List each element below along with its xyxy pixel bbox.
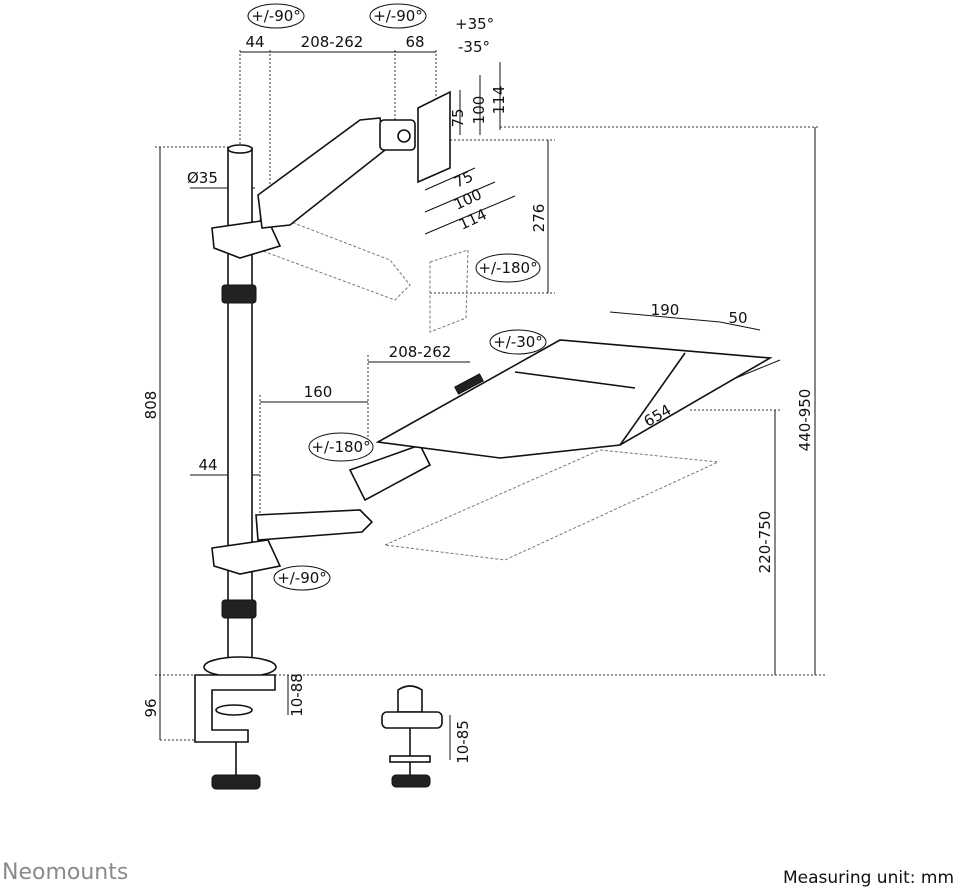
- dim-offset-bottom: 44: [198, 456, 217, 474]
- rotation-label-tray: +/-180°: [311, 438, 370, 456]
- dim-clamp-height: 96: [142, 698, 160, 717]
- measuring-unit: Measuring unit: mm: [782, 868, 954, 888]
- monitor-arm: [211, 90, 469, 333]
- dim-vesa-v-114: 114: [490, 86, 508, 115]
- dim-grommet-range: 10-85: [454, 720, 472, 764]
- dim-head-length: 68: [405, 33, 424, 51]
- dim-tray-extra: 50: [728, 309, 747, 327]
- tilt-down-label: -35°: [458, 38, 490, 56]
- grommet-clamp: [381, 685, 443, 788]
- brand-logo: Neomounts: [2, 860, 129, 885]
- dim-arm-length-top: 208-262: [301, 33, 364, 51]
- tilt-up-label: +35°: [455, 15, 494, 33]
- dim-tray-offset: 160: [304, 383, 333, 401]
- dim-vesa-v-100: 100: [470, 96, 488, 125]
- rotation-label-arm-head: +/-90°: [373, 7, 423, 25]
- dim-total-height: 440-950: [796, 389, 814, 452]
- dim-pole-height: 808: [142, 391, 160, 420]
- dim-tray-arm-length: 208-262: [389, 343, 452, 361]
- dim-clamp-range: 10-88: [288, 673, 306, 717]
- rotation-indicators: [247, 3, 547, 591]
- dim-vesa-v-75: 75: [449, 108, 467, 127]
- dim-tray-height: 220-750: [756, 511, 774, 574]
- dim-pole-diameter: Ø35: [187, 169, 218, 187]
- dim-offset-top: 44: [245, 33, 264, 51]
- dim-height-adjust: 276: [530, 204, 548, 233]
- rotation-label-arm-base: +/-90°: [251, 7, 301, 25]
- keyboard-tray-arm: [211, 339, 773, 575]
- desk-clamp: [194, 674, 276, 790]
- dim-tray-depth: 190: [651, 301, 680, 319]
- rotation-label-monitor: +/-180°: [478, 259, 537, 277]
- rotation-label-tray-tilt: +/-30°: [493, 333, 543, 351]
- rotation-label-tray-arm: +/-90°: [277, 569, 327, 587]
